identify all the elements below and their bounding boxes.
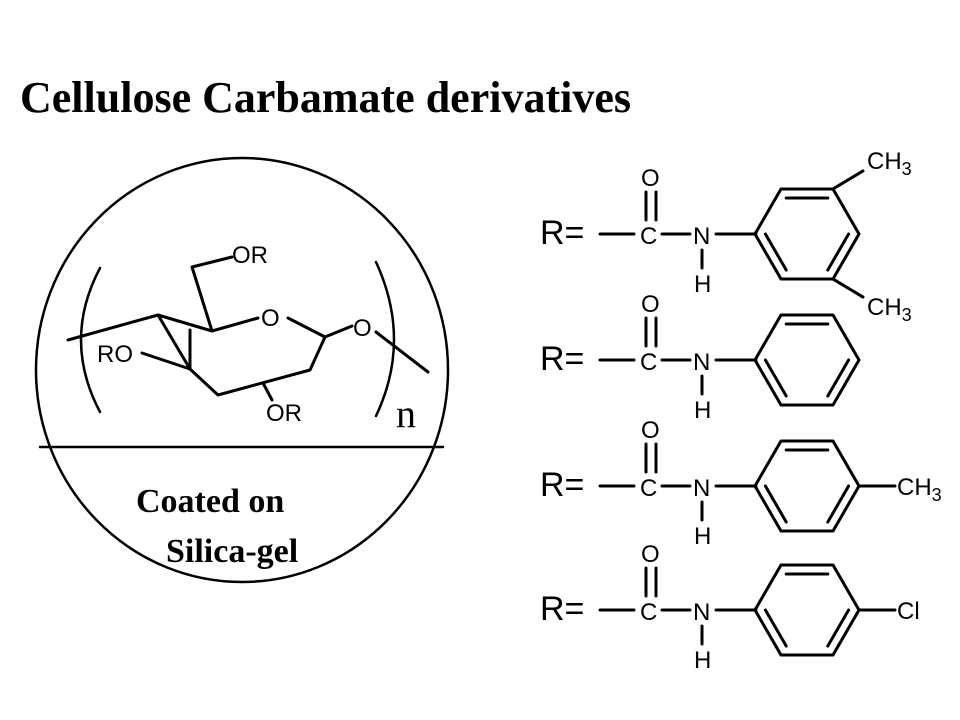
glucose-ring [66, 255, 430, 402]
or-bottom-label: OR [266, 400, 302, 427]
ch2-or-label: OR [232, 242, 268, 269]
ring-oxygen-label: O [261, 305, 280, 332]
amide-hydrogen: H [694, 523, 711, 550]
support-label-line1: Coated on [136, 483, 284, 520]
r-label: R= [540, 590, 584, 628]
substituent-row: R= C O NH CH3 [540, 417, 942, 550]
cellulose-backbone-figure: OR O RO OR O n Coated on Silica-gel [34, 156, 450, 584]
benzene-ring [753, 439, 861, 533]
amide-nitrogen: N [693, 599, 710, 626]
carbonyl-oxygen: O [641, 291, 660, 318]
glycosidic-oxygen-label: O [353, 315, 372, 342]
benzene-ring [753, 187, 861, 281]
methyl-group: CH3 [897, 474, 942, 505]
methyl-group: CH3 [867, 148, 912, 179]
carbonyl-carbon: C [640, 223, 657, 250]
benzene-ring [753, 313, 861, 407]
amide-nitrogen: N [693, 475, 710, 502]
support-label-line2: Silica-gel [166, 533, 298, 570]
amide-hydrogen: H [694, 271, 711, 298]
amide-nitrogen: N [693, 223, 710, 250]
carbonyl-oxygen: O [641, 165, 660, 192]
silica-particle-circle [34, 156, 450, 584]
substituent-row: R= C O NH [540, 291, 861, 424]
ro-label: RO [97, 341, 133, 368]
amide-hydrogen: H [694, 397, 711, 424]
carbonyl-oxygen: O [641, 541, 660, 568]
substituent-row: R= C O NH Cl [540, 541, 920, 674]
chloro-group: Cl [897, 598, 920, 625]
methyl-group: CH3 [867, 294, 912, 325]
right-repeat-bracket [374, 260, 396, 418]
carbonyl-oxygen: O [641, 417, 660, 444]
amide-hydrogen: H [694, 647, 711, 674]
r-label: R= [540, 466, 584, 504]
page-title: Cellulose Carbamate derivatives [20, 73, 631, 122]
r-label: R= [540, 214, 584, 252]
r-label: R= [540, 340, 584, 378]
amide-nitrogen: N [693, 349, 710, 376]
repeat-unit-n: n [396, 391, 416, 436]
left-repeat-bracket [79, 266, 102, 414]
carbonyl-carbon: C [640, 349, 657, 376]
carbonyl-carbon: C [640, 475, 657, 502]
benzene-ring [753, 563, 861, 657]
carbonyl-carbon: C [640, 599, 657, 626]
